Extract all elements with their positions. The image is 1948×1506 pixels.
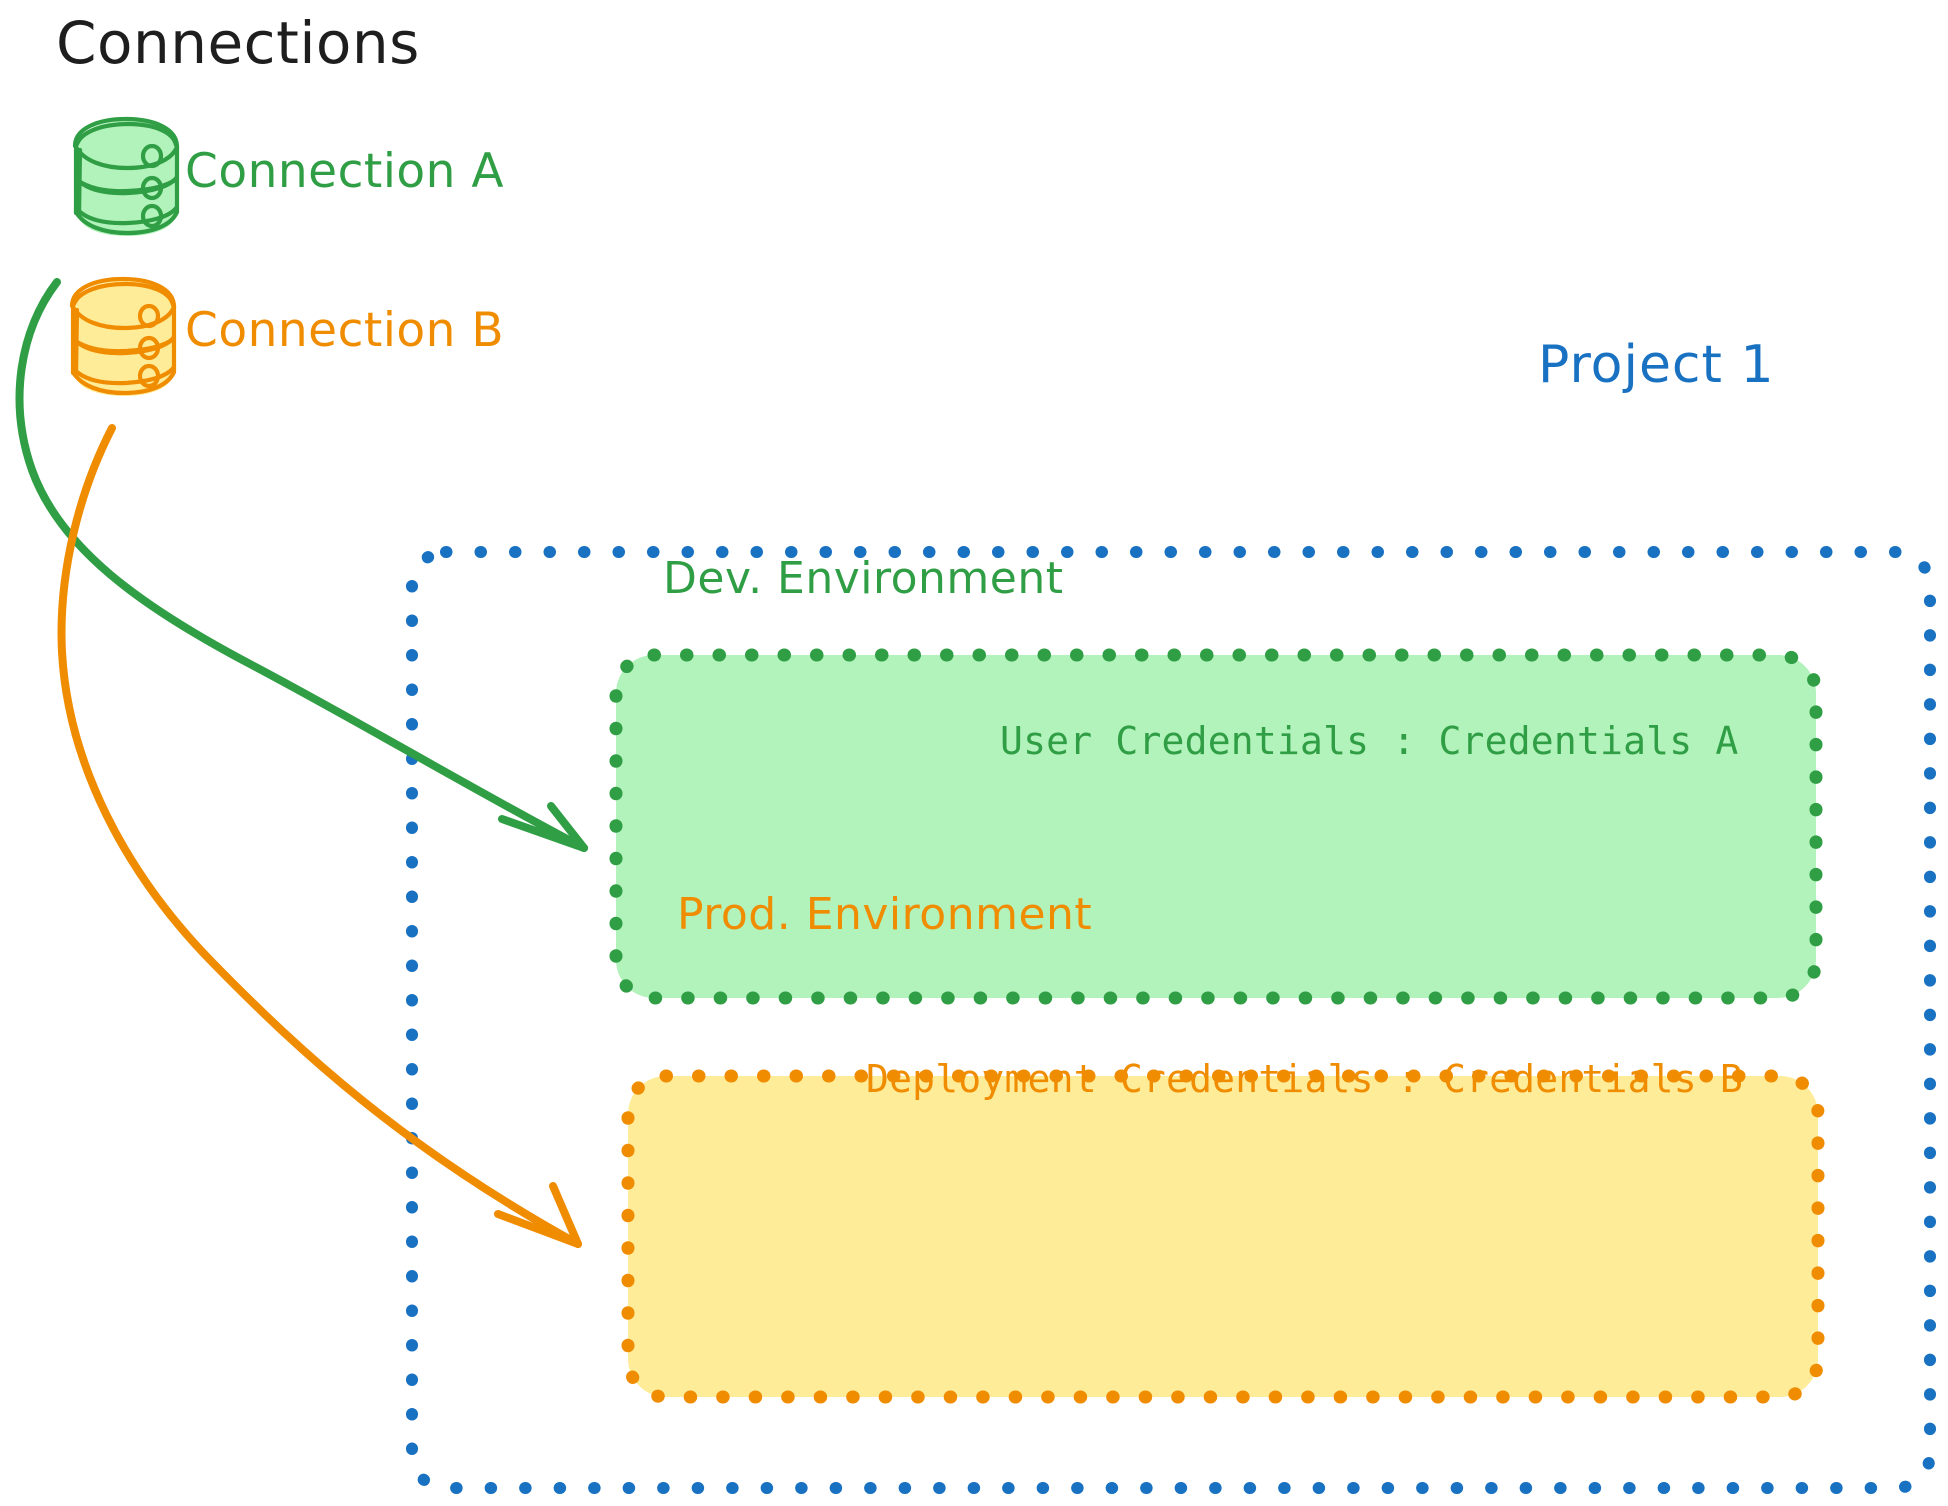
arrow-connection-b-to-prod [57,424,582,1248]
arrow-connection-a-to-dev [15,278,588,852]
db-b-bottom-arc [70,369,177,396]
dev-environment-border-dotted [609,648,1823,1005]
project-container[interactable] [406,546,1936,1494]
prod-environment-title: Prod. Environment [677,889,1093,940]
project-border-dotted [406,546,1936,1494]
connection-b-database-icon[interactable] [69,276,177,396]
dev-environment-fill [616,655,1816,998]
db-a-top-arc-2 [74,121,179,148]
connection-b-label[interactable]: Connection B [185,303,505,358]
db-b-top-arc-2 [71,281,176,308]
connection-a-database-icon[interactable] [72,116,180,236]
page-title: Connections [56,9,420,77]
db-b-band-1b [71,336,176,354]
prod-environment-border-dotted [621,1069,1825,1404]
project-title: Project 1 [1538,335,1775,395]
db-b-top-arc [69,276,177,310]
db-b-ellipse-bottom-1 [70,304,177,331]
dev-environment-credentials: User Credentials : Credentials A [1000,719,1739,763]
db-a-band-2 [73,204,180,226]
arrow-a-head-right [547,802,588,852]
connection-a-label[interactable]: Connection A [185,144,505,199]
arrow-a-curve [15,278,588,852]
db-b-led-2 [137,335,161,361]
db-a-led-2 [140,175,164,201]
arrow-a-head-left [498,815,588,852]
db-a-ellipse-bottom-1 [73,144,180,171]
dev-environment-title: Dev. Environment [663,553,1064,604]
db-b-led-3 [137,363,161,389]
db-a-led-3 [140,203,164,229]
prod-environment-box[interactable] [621,1069,1825,1404]
db-b-band-2 [70,364,177,386]
db-a-top-arc [72,116,180,150]
db-b-led-1 [137,303,161,329]
arrow-b-head-right [549,1182,582,1248]
dev-environment-box[interactable] [609,648,1823,1005]
prod-environment-fill [628,1076,1818,1397]
db-a-led-1 [140,143,164,169]
db-a-band-1b [74,176,179,194]
prod-environment-credentials: Deployment Credentials : Credentials B [866,1057,1743,1101]
arrow-b-head-left [494,1210,582,1248]
arrow-b-curve [57,424,582,1248]
db-a-bottom-arc [73,209,180,236]
